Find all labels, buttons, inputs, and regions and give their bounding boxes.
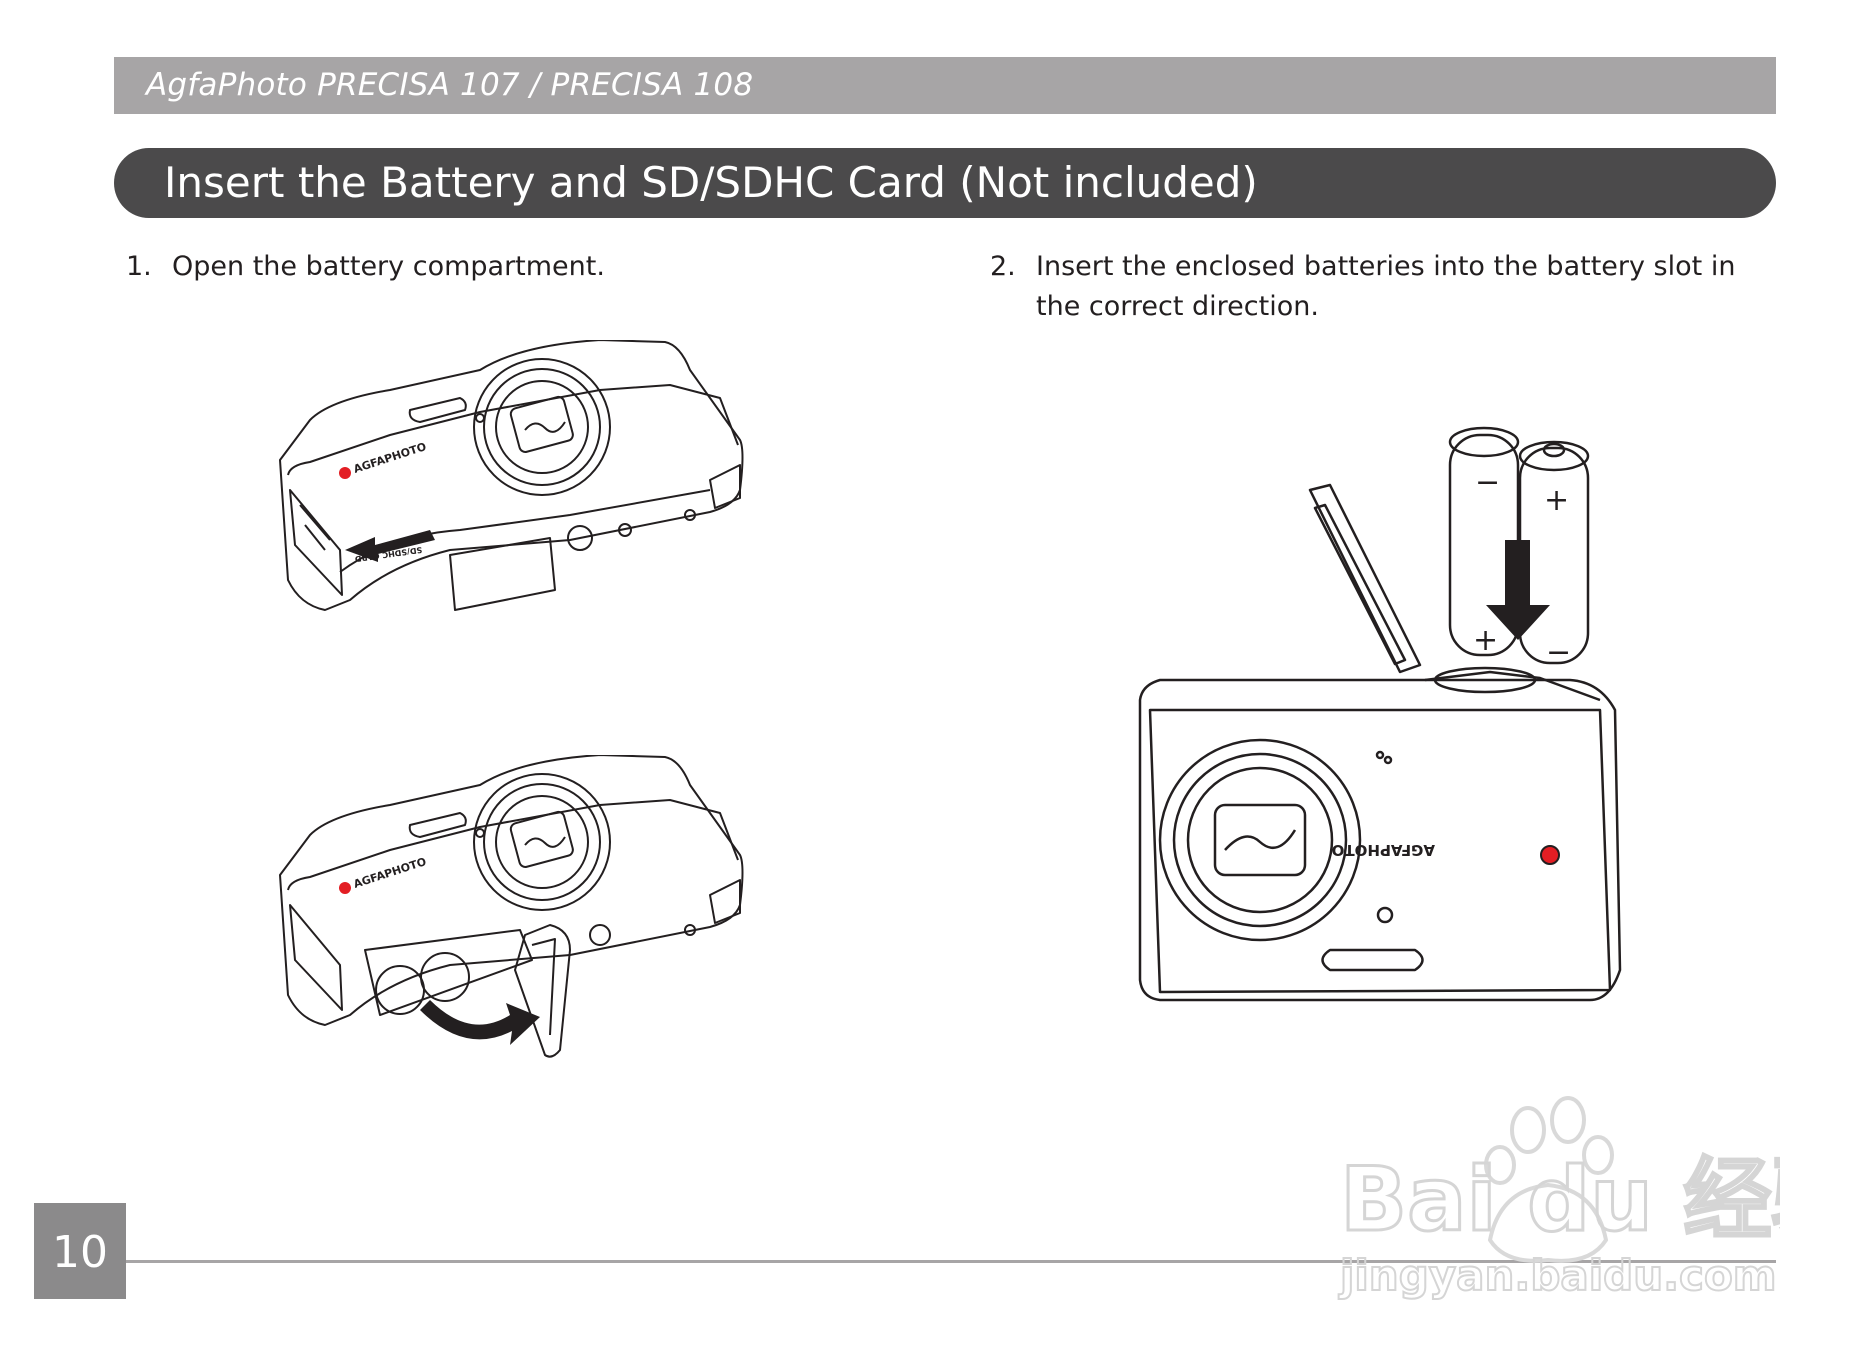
section-title-bar: Insert the Battery and SD/SDHC Card (Not… — [114, 148, 1776, 218]
header-bar: AgfaPhoto PRECISA 107 / PRECISA 108 — [114, 57, 1776, 114]
plus-sign: + — [1473, 623, 1498, 658]
battery-insertion-illustration: − + + − AGFAPHOTO — [1138, 426, 1622, 1002]
minus-sign: − — [1546, 635, 1571, 670]
section-title: Insert the Battery and SD/SDHC Card (Not… — [164, 158, 1258, 207]
slide-left-arrow-icon — [345, 530, 435, 562]
brand-label: AGFAPHOTO — [1332, 841, 1435, 859]
brand-dot-icon — [1540, 845, 1560, 865]
insert-down-arrow-icon — [1486, 540, 1550, 640]
page-number: 10 — [52, 1227, 108, 1278]
brand-label: AGFAPHOTO — [352, 440, 428, 476]
camera-closed-compartment-illustration: AGFAPHOTO SD/SDHC CARD — [279, 340, 744, 611]
open-door-arrow-icon — [420, 1000, 540, 1045]
watermark-brand: Bai du 经验 — [1340, 1148, 1780, 1251]
camera-open-compartment-illustration: AGFAPHOTO — [279, 755, 744, 1058]
footer-divider — [126, 1260, 1776, 1263]
plus-sign: + — [1544, 483, 1569, 518]
brand-dot-icon — [339, 467, 351, 479]
brand-dot-icon — [339, 882, 351, 894]
step-number: 2. — [990, 251, 1016, 282]
step-text: Open the battery compartment. — [172, 251, 605, 282]
step-text: Insert the enclosed batteries into the b… — [1036, 251, 1736, 322]
brand-label: AGFAPHOTO — [352, 855, 428, 891]
baidu-watermark-logo: Bai du 经验 jingyan.baidu.com — [1337, 1096, 1780, 1300]
header-title: AgfaPhoto PRECISA 107 / PRECISA 108 — [146, 67, 754, 103]
watermark-url: jingyan.baidu.com — [1338, 1251, 1777, 1300]
minus-sign: − — [1475, 465, 1500, 500]
step-number: 1. — [126, 251, 152, 282]
page-number-box: 10 — [34, 1203, 126, 1299]
